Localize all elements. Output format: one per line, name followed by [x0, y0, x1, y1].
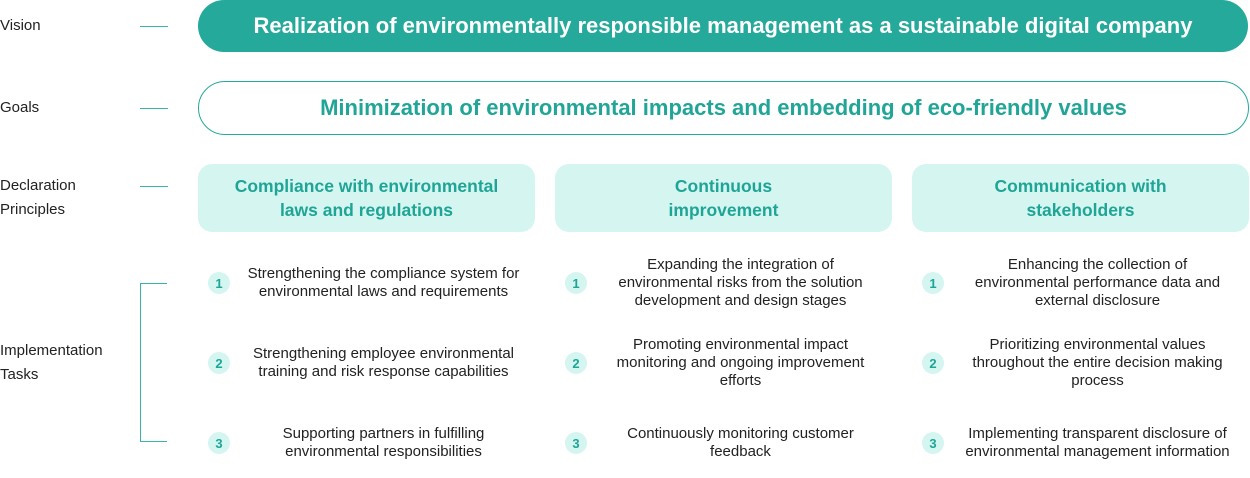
task-improvement-3: 3 Continuously monitoring customer feedb… — [555, 413, 892, 473]
principles-connector — [140, 186, 168, 187]
task-line: external disclosure — [1034, 292, 1161, 309]
principle-title-line: stakeholders — [1026, 200, 1135, 220]
principle-title-line: Communication with — [994, 176, 1167, 196]
goals-label-text: Goals — [0, 99, 40, 116]
task-number-badge: 3 — [565, 432, 587, 454]
task-compliance-2: 2 Strengthening employee environmental t… — [198, 333, 535, 393]
task-number-badge: 2 — [922, 352, 944, 374]
task-line: Prioritizing environmental values — [989, 336, 1206, 353]
task-line: environmental responsibilities — [285, 443, 482, 460]
principle-title-line: improvement — [668, 200, 779, 220]
task-text: Enhancing the collection of environmenta… — [944, 256, 1249, 310]
tasks-label: Implementation Tasks — [0, 339, 103, 387]
task-improvement-1: 1 Expanding the integration of environme… — [555, 253, 892, 313]
task-line: environmental performance data and — [974, 274, 1221, 291]
task-communication-1: 1 Enhancing the collection of environmen… — [912, 253, 1249, 313]
task-communication-2: 2 Prioritizing environmental values thro… — [912, 333, 1249, 393]
task-improvement-2: 2 Promoting environmental impact monitor… — [555, 333, 892, 393]
task-number-badge: 2 — [565, 352, 587, 374]
task-line: efforts — [719, 372, 762, 389]
task-line: monitoring and ongoing improvement — [616, 354, 865, 371]
task-text: Implementing transparent disclosure of e… — [944, 425, 1249, 461]
task-line: Implementing transparent disclosure of — [968, 425, 1227, 442]
task-number-badge: 3 — [922, 432, 944, 454]
task-text: Continuously monitoring customer feedbac… — [587, 425, 892, 461]
principle-improvement: Continuous improvement — [555, 164, 892, 232]
task-text: Strengthening employee environmental tra… — [230, 345, 535, 381]
goals-connector — [140, 108, 168, 109]
goals-banner: Minimization of environmental impacts an… — [198, 81, 1249, 135]
tasks-label-line-1: Implementation — [0, 342, 103, 359]
task-number-badge: 1 — [922, 272, 944, 294]
goals-label: Goals — [0, 96, 39, 120]
principle-compliance: Compliance with environmental laws and r… — [198, 164, 535, 232]
principle-title-line: laws and regulations — [279, 200, 454, 220]
task-number-badge: 1 — [565, 272, 587, 294]
task-line: environmental management information — [965, 443, 1230, 460]
task-line: Enhancing the collection of — [1007, 256, 1188, 273]
task-line: development and design stages — [634, 292, 847, 309]
task-line: training and risk response capabilities — [258, 363, 509, 380]
task-line: feedback — [710, 443, 771, 460]
goals-text: Minimization of environmental impacts an… — [320, 95, 1127, 120]
task-line: Strengthening the compliance system for — [247, 265, 520, 282]
vision-label: Vision — [0, 14, 41, 38]
principle-title-line: Continuous — [674, 176, 773, 196]
task-communication-3: 3 Implementing transparent disclosure of… — [912, 413, 1249, 473]
principle-title-line: Compliance with environmental — [234, 176, 499, 196]
tasks-label-line-2: Tasks — [0, 366, 39, 383]
tasks-bracket — [140, 283, 167, 442]
principle-communication: Communication with stakeholders — [912, 164, 1249, 232]
vision-label-text: Vision — [0, 17, 41, 34]
principles-label-line-1: Declaration — [0, 177, 76, 194]
task-line: Continuously monitoring customer — [627, 425, 854, 442]
vision-connector — [140, 26, 168, 27]
task-line: Strengthening employee environmental — [253, 345, 514, 362]
task-line: throughout the entire decision making — [972, 354, 1223, 371]
task-line: environmental laws and requirements — [258, 283, 509, 300]
task-line: Expanding the integration of — [647, 256, 834, 273]
task-compliance-3: 3 Supporting partners in fulfilling envi… — [198, 413, 535, 473]
principles-label: Declaration Principles — [0, 174, 76, 222]
principles-label-line-2: Principles — [0, 201, 66, 218]
task-text: Prioritizing environmental values throug… — [944, 336, 1249, 390]
task-text: Supporting partners in fulfilling enviro… — [230, 425, 535, 461]
task-number-badge: 2 — [208, 352, 230, 374]
task-text: Expanding the integration of environment… — [587, 256, 892, 310]
task-compliance-1: 1 Strengthening the compliance system fo… — [198, 253, 535, 313]
task-line: environmental risks from the solution — [618, 274, 863, 291]
task-line: Supporting partners in fulfilling — [282, 425, 485, 442]
task-text: Strengthening the compliance system for … — [230, 265, 535, 301]
task-number-badge: 1 — [208, 272, 230, 294]
task-text: Promoting environmental impact monitorin… — [587, 336, 892, 390]
task-line: process — [1071, 372, 1124, 389]
task-line: Promoting environmental impact — [632, 336, 849, 353]
vision-text: Realization of environmentally responsib… — [253, 13, 1193, 38]
task-number-badge: 3 — [208, 432, 230, 454]
vision-banner: Realization of environmentally responsib… — [198, 0, 1248, 52]
